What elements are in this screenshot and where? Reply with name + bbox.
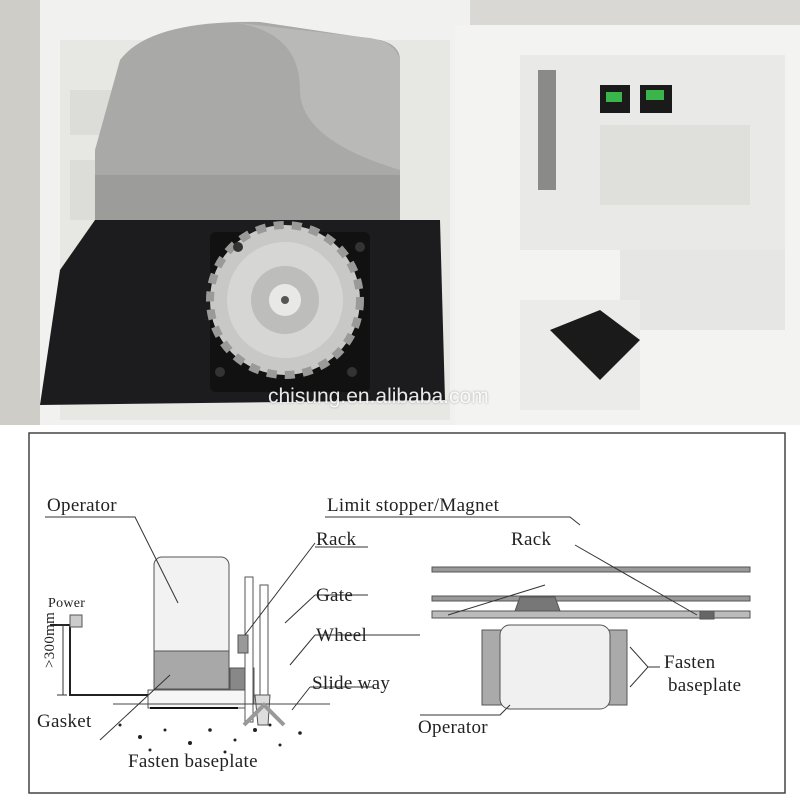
installation-diagram: Operator Limit stopper/Magnet Rack Gate …	[0, 425, 800, 800]
watermark: chisung.en.alibaba.com	[268, 385, 489, 408]
label-height: >300mm	[42, 611, 58, 668]
label-rack: Rack	[316, 529, 357, 550]
label-wheel: Wheel	[316, 625, 368, 646]
label-top-operator: Operator	[418, 717, 488, 738]
label-gasket: Gasket	[37, 711, 92, 732]
label-limit-stopper: Limit stopper/Magnet	[327, 495, 500, 516]
label-power: Power	[48, 596, 86, 611]
label-fasten-baseplate: Fasten baseplate	[128, 751, 258, 772]
label-gate: Gate	[316, 585, 354, 606]
top-view-drawing	[420, 544, 751, 716]
product-photo	[0, 0, 800, 425]
label-operator: Operator	[47, 495, 117, 516]
gate-motor-operator	[40, 21, 445, 405]
label-slide-way: Slide way	[312, 673, 391, 694]
ground-gravel	[118, 723, 302, 754]
label-top-rack: Rack	[511, 529, 552, 550]
label-top-baseplate: baseplate	[668, 675, 742, 696]
gear-sprocket	[206, 221, 364, 379]
label-top-fasten: Fasten	[664, 652, 716, 673]
leader-lines	[45, 516, 581, 741]
side-view-operator-drawing	[50, 556, 330, 727]
accessories	[538, 70, 750, 380]
